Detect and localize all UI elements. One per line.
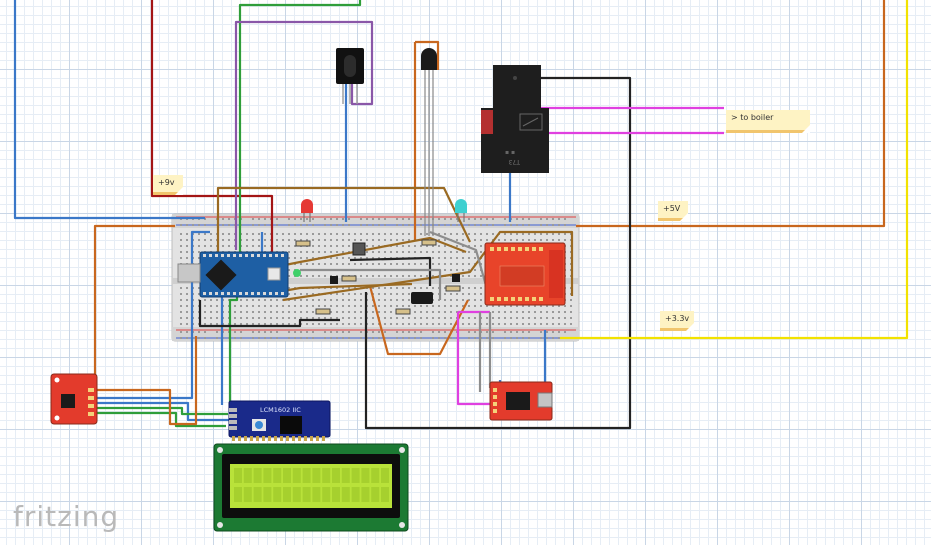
led-red[interactable] xyxy=(301,199,313,222)
ir-receiver[interactable] xyxy=(336,48,364,104)
wires xyxy=(13,0,909,430)
wire-orange-sensor-temp xyxy=(415,40,440,70)
radio-module[interactable] xyxy=(484,242,566,306)
note-9v[interactable]: +9v xyxy=(153,175,183,195)
arduino-nano[interactable] xyxy=(177,251,289,298)
relay[interactable]: ▪ ▪ T73 xyxy=(481,65,549,173)
transistor-c[interactable] xyxy=(452,274,460,282)
temp-sensor[interactable] xyxy=(421,48,437,236)
wire-orange-sensor xyxy=(96,336,198,426)
fritzing-logo: fritzing xyxy=(13,500,120,533)
push-button[interactable] xyxy=(352,242,366,256)
wire-orange-right xyxy=(576,0,886,228)
wire-red-9v xyxy=(150,0,274,260)
transistor-a[interactable] xyxy=(411,292,433,304)
wire-brown-mid xyxy=(282,230,574,302)
svg-text:▪ ▪: ▪ ▪ xyxy=(505,149,515,156)
wire-magenta-usb xyxy=(456,312,492,406)
note-to-boiler-text: > to boiler xyxy=(731,113,774,122)
wire-blue-sensor-a xyxy=(96,230,210,400)
wire-purple xyxy=(234,20,374,250)
lcd-i2c-backpack[interactable]: LCM1602 IIC xyxy=(228,400,331,441)
wire-orange-left xyxy=(93,224,175,380)
wire-blue-left xyxy=(13,0,205,220)
usb-serial-adapter[interactable] xyxy=(489,381,553,421)
wire-green-sensor-b xyxy=(96,411,226,428)
lcd-module-label: LCM1602 IIC xyxy=(260,406,301,414)
note-9v-text: +9v xyxy=(158,178,175,187)
wire-blue-sensor-b xyxy=(96,401,230,422)
led-cyan[interactable] xyxy=(455,199,467,222)
transistor-b[interactable] xyxy=(330,276,338,284)
wire-yellow-3v3 xyxy=(560,0,909,340)
note-5v[interactable]: +5V xyxy=(658,201,688,221)
note-5v-text: +5V xyxy=(663,204,681,213)
note-3v3[interactable]: +3.3v xyxy=(660,311,694,331)
wire-black-mid xyxy=(349,256,432,286)
note-to-boiler[interactable]: > to boiler xyxy=(726,110,810,133)
wire-gray-d xyxy=(300,268,442,300)
wire-brown-top xyxy=(216,186,471,252)
wire-green-top xyxy=(238,0,362,262)
wire-black-board xyxy=(198,300,340,328)
lcd-1602[interactable] xyxy=(213,443,409,532)
breadboard[interactable] xyxy=(171,213,580,342)
led-green[interactable] xyxy=(293,269,301,277)
wire-black-relay xyxy=(364,76,632,430)
sensor-board[interactable] xyxy=(50,373,98,425)
wire-orange-loop xyxy=(368,285,469,356)
resistors xyxy=(295,239,461,315)
wire-green-sensor-a xyxy=(96,406,228,416)
note-3v3-text: +3.3v xyxy=(665,314,690,323)
relay-label: T73 xyxy=(509,158,521,165)
